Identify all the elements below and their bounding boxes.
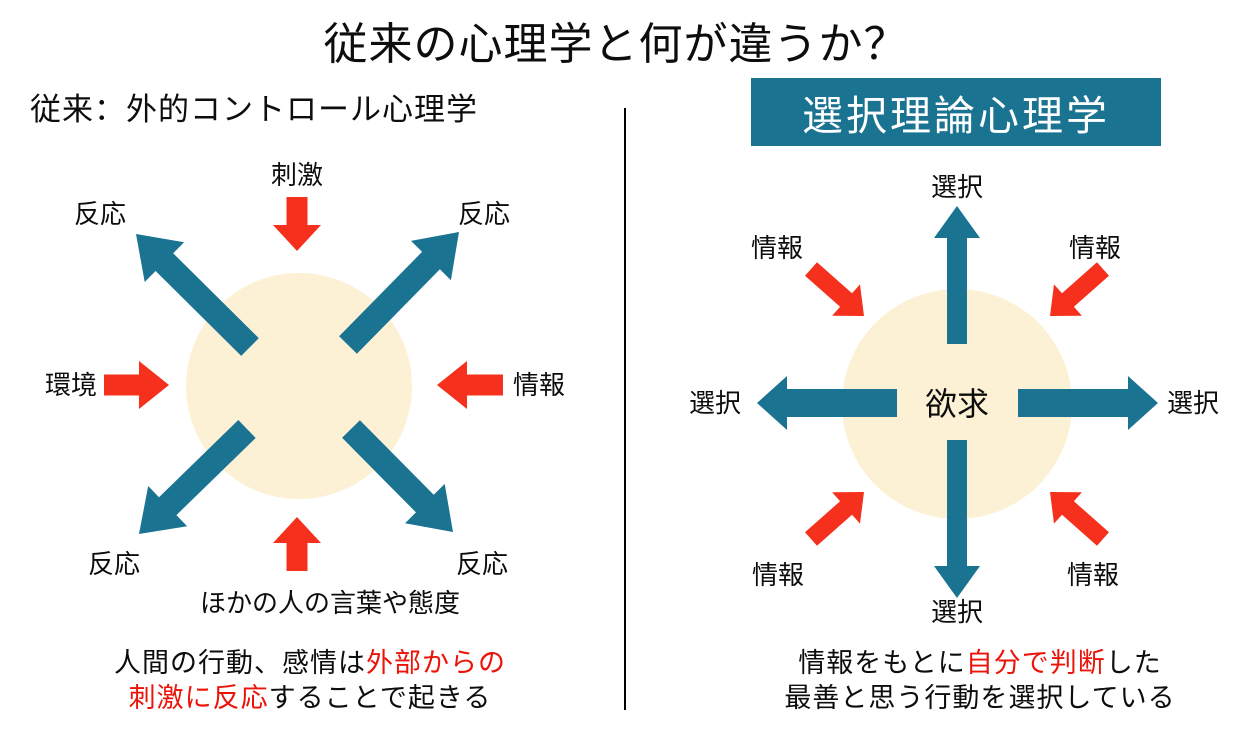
environment-arrow-right — [104, 361, 169, 409]
information-label-top-right: 情報 — [1069, 233, 1121, 263]
right-caption: 情報をもとに自分で判断した 最善と思う行動を選択している — [700, 646, 1260, 716]
reaction-arrow-bottom-left — [139, 420, 256, 534]
right-caption-red: 自分で判断 — [965, 648, 1106, 678]
right-caption-text-1: 情報をもとに — [798, 648, 966, 678]
information-arrow-bottom-left — [805, 492, 864, 546]
choice-label-top: 選択 — [931, 172, 983, 202]
right-section-title: 選択理論心理学 — [802, 93, 1110, 139]
others-words-arrow-up — [273, 517, 321, 571]
stimulus-arrow-down — [273, 197, 321, 251]
choice-label-left: 選択 — [689, 388, 741, 418]
information-arrow-top-left — [805, 262, 864, 316]
left-caption-text: 人間の行動、感情は — [114, 648, 366, 678]
stimulus-label: 刺激 — [271, 160, 323, 190]
information-label-top-left: 情報 — [751, 233, 803, 263]
information-label: 情報 — [513, 370, 565, 400]
choice-label-right: 選択 — [1167, 388, 1219, 418]
choice-arrow-up — [934, 206, 980, 344]
choice-arrow-right — [1018, 376, 1158, 430]
right-caption-text-3: 最善と思う行動を選択している — [784, 683, 1176, 713]
others-words-label: ほかの人の言葉や態度 — [200, 588, 460, 618]
environment-label: 環境 — [45, 370, 97, 400]
external-control-diagram: 刺激 反応 反応 環境 情報 反応 反応 ほかの人の言葉や態度 — [45, 160, 565, 618]
left-caption-red-1: 外部からの — [366, 648, 506, 678]
choice-arrow-left — [757, 376, 897, 430]
reaction-arrow-top-right — [339, 232, 459, 354]
information-label-bottom-left: 情報 — [752, 560, 804, 590]
reaction-arrow-top-left — [136, 234, 259, 356]
reaction-arrow-bottom-right — [342, 420, 453, 532]
page-title: 従来の心理学と何が違うか？ — [323, 20, 909, 69]
information-label-bottom-right: 情報 — [1067, 560, 1119, 590]
reaction-label-bottom-left: 反応 — [88, 549, 140, 579]
information-arrow-left — [437, 361, 503, 409]
right-center-circle — [842, 289, 1072, 519]
left-caption-text-2: することで起きる — [268, 683, 492, 713]
left-caption-red-2: 刺激に反応 — [128, 683, 269, 713]
choice-theory-diagram: 選択 情報 情報 選択 選択 欲求 情報 情報 選択 — [689, 172, 1219, 627]
reaction-label-top-left: 反応 — [74, 199, 126, 229]
left-section-title: 従来：外的コントロール心理学 — [30, 92, 478, 127]
choice-theory-header-box: 選択理論心理学 — [751, 78, 1161, 146]
desire-center-label: 欲求 — [925, 386, 989, 422]
reaction-label-bottom-right: 反応 — [456, 549, 508, 579]
information-arrow-bottom-right — [1050, 492, 1109, 546]
choice-label-bottom: 選択 — [931, 597, 983, 627]
right-caption-text-2: した — [1105, 648, 1162, 678]
left-caption: 人間の行動、感情は外部からの 刺激に反応することで起きる — [55, 646, 565, 716]
reaction-label-top-right: 反応 — [458, 199, 510, 229]
vertical-divider — [624, 108, 626, 710]
choice-arrow-down — [934, 440, 980, 598]
information-arrow-top-right — [1050, 262, 1109, 316]
